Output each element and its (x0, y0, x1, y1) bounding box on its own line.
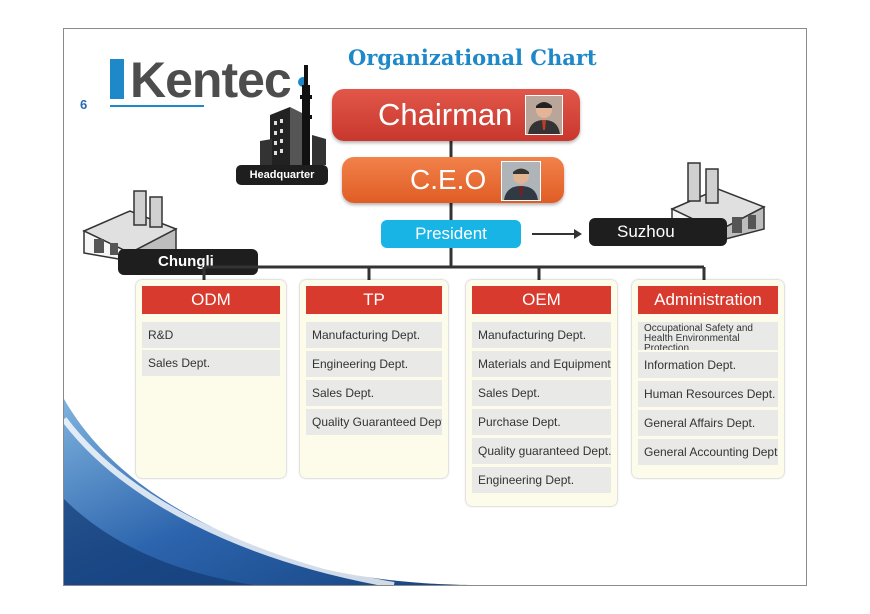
dept-tp-panel: TP Manufacturing Dept. Engineering Dept.… (300, 280, 448, 478)
dept-oem-item: Quality guaranteed Dept. (472, 438, 611, 464)
dept-oem-item: Manufacturing Dept. (472, 322, 611, 348)
logo-text: Kentec (130, 52, 292, 108)
dept-oem-item: Purchase Dept. (472, 409, 611, 435)
dept-odm-panel: ODM R&D Sales Dept. (136, 280, 286, 478)
dept-administration-item: Information Dept. (638, 352, 778, 378)
slide: 6 Kentec Organizational Chart Headquarte… (63, 28, 807, 586)
chairman-label: Chairman (378, 97, 513, 132)
dept-oem-item: Materials and Equipment (472, 351, 611, 377)
logo-bar (110, 59, 124, 99)
president-box: President (381, 220, 521, 248)
dept-tp-item: Engineering Dept. (306, 351, 442, 377)
dept-odm-item: R&D (142, 322, 280, 348)
dept-oem-panel: OEM Manufacturing Dept. Materials and Eq… (466, 280, 617, 506)
background-swoosh (64, 399, 484, 585)
headquarter-label: Headquarter (236, 165, 328, 185)
dept-administration-item: Occupational Safety and Health Environme… (638, 322, 778, 350)
logo-underline (110, 105, 204, 107)
dept-administration-item: Human Resources Dept. (638, 381, 778, 407)
logo-dot (298, 77, 308, 87)
dept-oem-header: OEM (472, 286, 611, 314)
ceo-photo (501, 161, 541, 201)
dept-tp-item: Manufacturing Dept. (306, 322, 442, 348)
dept-odm-item: Sales Dept. (142, 350, 280, 376)
dept-administration-panel: Administration Occupational Safety and H… (632, 280, 784, 478)
dept-administration-item: General Accounting Dept. (638, 439, 778, 465)
dept-tp-item: Sales Dept. (306, 380, 442, 406)
dept-tp-item: Quality Guaranteed Dept. (306, 409, 442, 435)
chairman-photo (525, 95, 563, 135)
dept-odm-header: ODM (142, 286, 280, 314)
headquarter-building-icon (260, 65, 326, 167)
ceo-label: C.E.O (410, 164, 487, 195)
dept-administration-item: General Affairs Dept. (638, 410, 778, 436)
ceo-portrait-icon (502, 162, 540, 200)
dept-tp-header: TP (306, 286, 442, 314)
dept-oem-item: Sales Dept. (472, 380, 611, 406)
dept-administration-header: Administration (638, 286, 778, 314)
chairman-portrait-icon (526, 96, 562, 134)
chart-title: Organizational Chart (348, 45, 597, 70)
org-connector-lines (202, 141, 706, 281)
chungli-location-badge: Chungli (118, 249, 258, 275)
suzhou-location-badge: Suzhou (589, 218, 727, 246)
page-number: 6 (80, 97, 88, 112)
dept-oem-item: Engineering Dept. (472, 467, 611, 493)
